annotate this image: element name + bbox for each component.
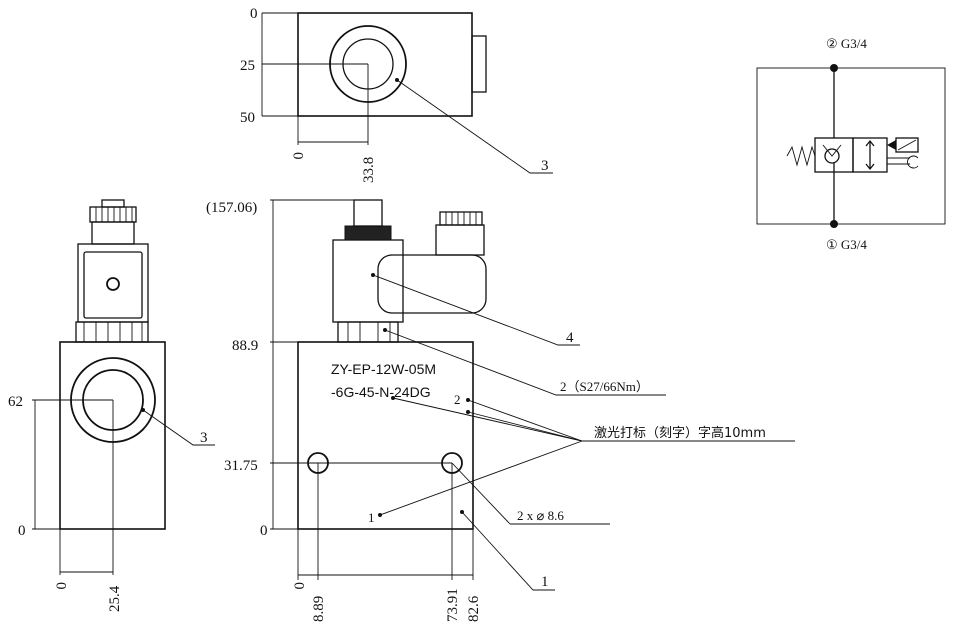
top-dim-x33: 33.8 (361, 157, 377, 183)
callout-1: 1 (541, 574, 549, 590)
side-dim-x0: 0 (54, 582, 70, 590)
top-dim-y50: 50 (240, 110, 255, 126)
top-view-connector (471, 35, 487, 93)
laser-marking-note: 激光打标（刻字）字高10mm (594, 425, 766, 441)
front-dim-y88: 88.9 (232, 338, 258, 354)
callout-4: 4 (566, 330, 574, 346)
side-view-nut (75, 321, 149, 343)
side-dim-x25: 25.4 (107, 585, 123, 612)
side-balloon-3: 3 (200, 430, 208, 446)
front-view-body (297, 341, 474, 530)
engraving-line1: ZY-EP-12W-05M (331, 361, 436, 377)
front-dim-y31: 31.75 (224, 458, 258, 474)
check-valve-icon (824, 148, 840, 164)
top-dim-x0: 0 (291, 152, 307, 160)
callout-1-inner: 1 (368, 510, 375, 525)
top-dim-y25: 25 (240, 58, 255, 74)
valve-box-right (852, 137, 888, 173)
side-dim-y62: 62 (8, 394, 23, 410)
front-dim-y157: (157.06) (206, 200, 257, 216)
side-view-coil-box (77, 243, 149, 323)
schematic-port-top: ② G3/4 (826, 36, 867, 51)
spring-icon (786, 145, 816, 167)
front-view-solenoid (332, 239, 404, 323)
top-view-body (297, 12, 473, 117)
front-dim-y0: 0 (260, 523, 268, 539)
front-view: ZY-EP-12W-05M -6G-45-N-24DG (157.06) 88.… (206, 199, 795, 622)
top-view: 0 25 50 0 33.8 3 (240, 6, 553, 183)
side-view-body (59, 341, 166, 530)
front-dim-x73: 73.91 (445, 588, 461, 622)
hydraulic-schematic: ② G3/4 ① G3/4 (756, 36, 946, 252)
top-dim-y0: 0 (250, 6, 258, 22)
schematic-port-bottom: ① G3/4 (826, 237, 867, 252)
front-view-connector (377, 254, 487, 314)
front-dim-x0: 0 (292, 582, 308, 590)
schematic-frame (756, 67, 946, 225)
callout-2-torque: 2（S27/66Nm） (560, 379, 649, 394)
side-view: 62 0 0 25.4 3 (8, 199, 215, 612)
top-balloon-3: 3 (541, 158, 549, 174)
front-dim-x82: 82.6 (466, 595, 482, 622)
side-view-screw-icon (106, 277, 120, 291)
side-dim-y0: 0 (18, 523, 26, 539)
front-view-knurl (344, 225, 392, 241)
front-dim-x8: 8.89 (311, 596, 327, 622)
hole-note: 2 x ⌀ 8.6 (517, 508, 564, 523)
front-view-stem (353, 199, 383, 227)
callout-2: 2 (454, 392, 461, 407)
engraving-line2: -6G-45-N-24DG (331, 384, 431, 400)
